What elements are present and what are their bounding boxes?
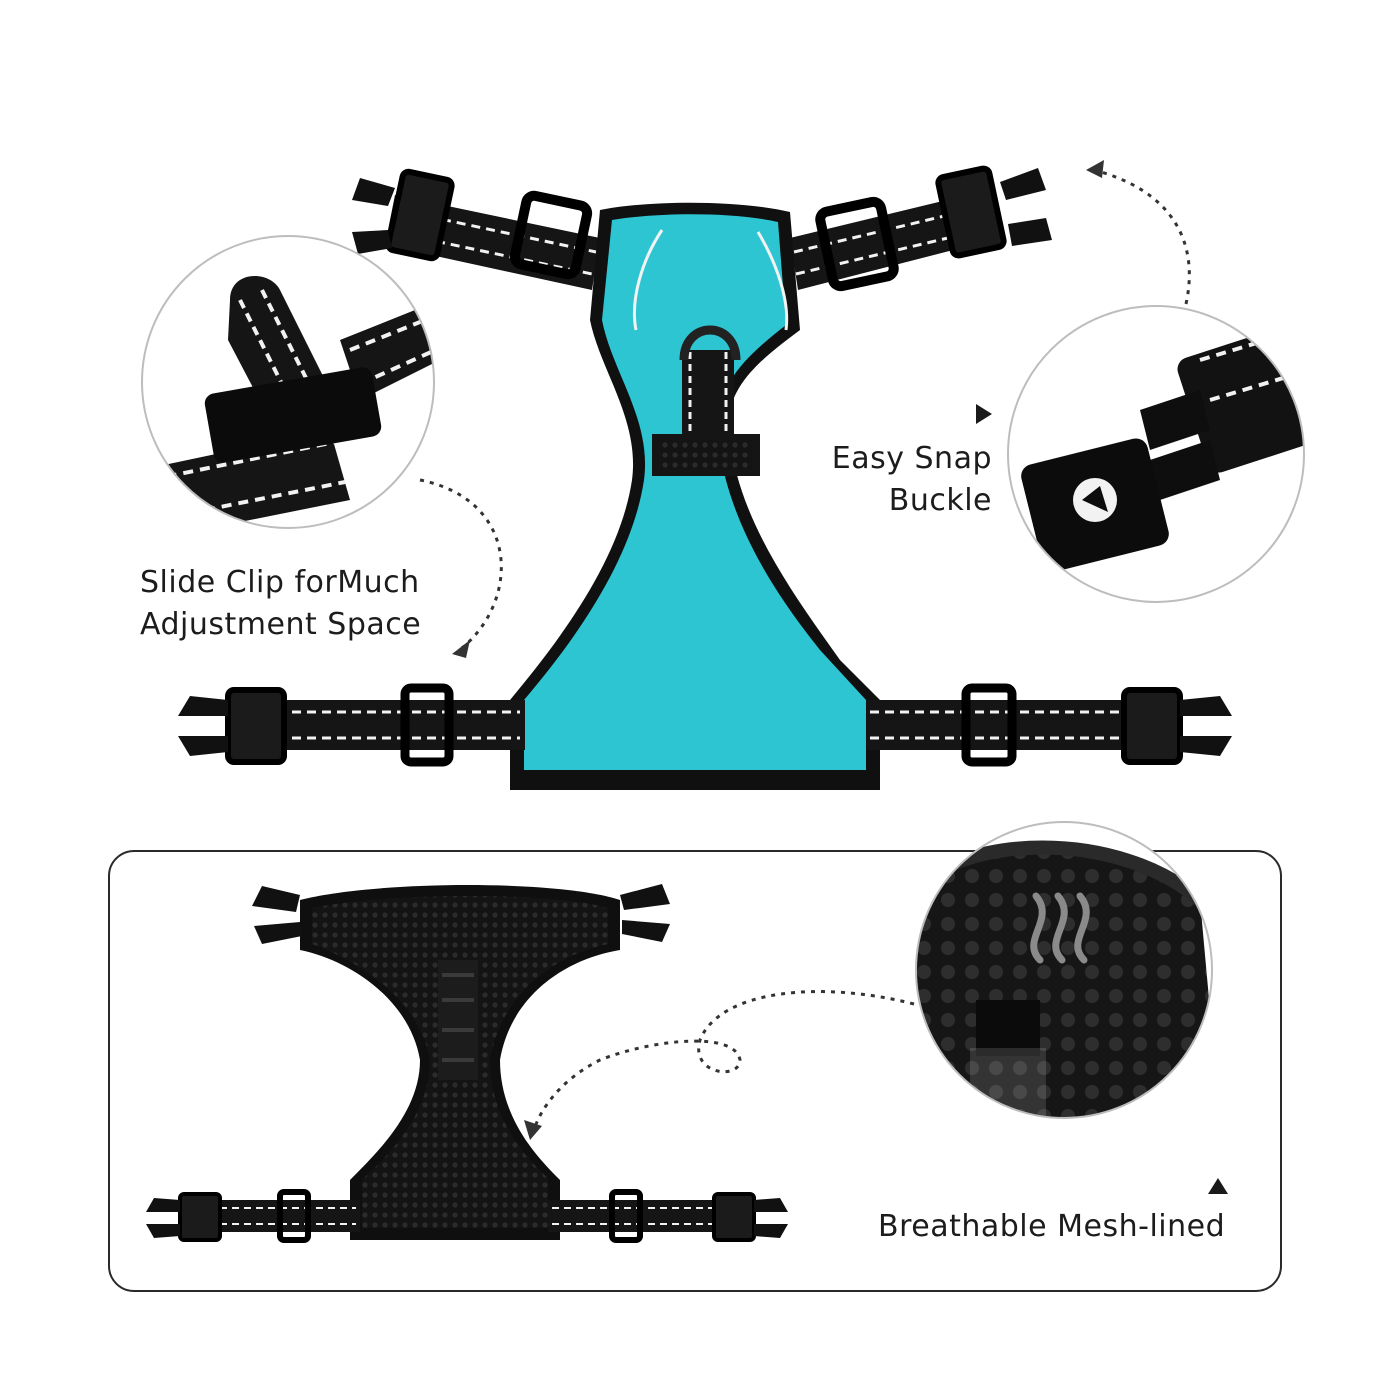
bottom-left-strap [178,683,525,767]
back-harness [146,884,788,1243]
pointer-triangle-mesh [1208,1178,1228,1194]
slide-clip-caption: Slide Clip forMuch Adjustment Space [140,562,421,646]
arrow-mesh [532,990,915,1131]
snap-buckle-caption-line2: Buckle [888,483,992,518]
bottom-right-strap [866,683,1232,767]
slide-clip-caption-line1: Slide Clip forMuch [140,565,420,600]
slide-clip-caption-line2: Adjustment Space [140,607,422,642]
mesh-caption-text: Breathable Mesh-lined [878,1209,1226,1244]
mesh-detail [915,821,1213,1119]
harness-body-fabric [524,214,866,770]
top-right-strap [790,165,1052,292]
arrow-buckle [1093,168,1191,305]
snap-buckle-caption: Easy Snap Buckle [832,438,992,522]
d-ring [679,325,741,361]
snap-buckle-detail [1007,305,1305,603]
slide-clip-detail [141,235,435,529]
arrow-slide [419,478,503,650]
snap-buckle-caption-line1: Easy Snap [831,441,992,476]
top-left-strap [352,168,600,290]
mesh-caption: Breathable Mesh-lined [878,1206,1225,1248]
front-harness [178,165,1232,791]
pointer-triangle-snap [976,404,992,424]
back-view-panel [108,850,1282,1292]
